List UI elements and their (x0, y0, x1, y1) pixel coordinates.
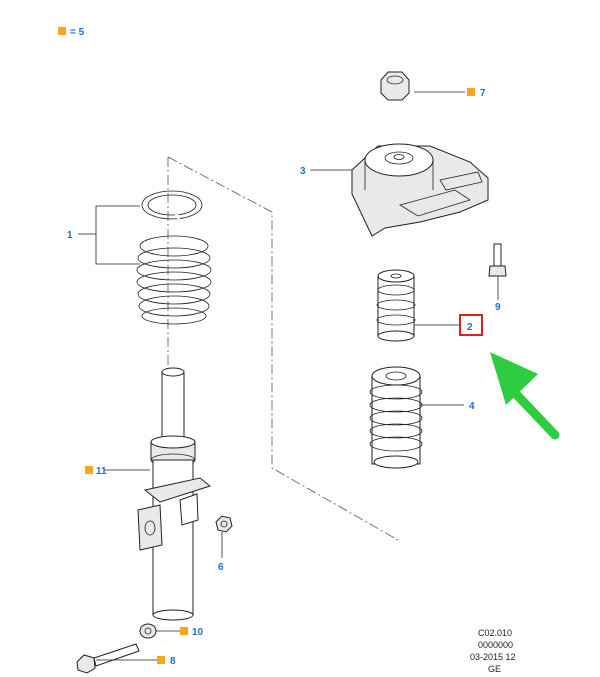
callout-7-marker (467, 88, 475, 96)
callout-2-highlight (459, 314, 483, 336)
callout-10: 10 (192, 627, 204, 638)
top-mount (351, 143, 489, 237)
callout-7: 7 (480, 88, 486, 99)
code-line-3: 03-2015 12 (470, 652, 516, 662)
spring-ring (141, 190, 203, 220)
nut-7 (380, 71, 410, 101)
drawing-code: C02.010 0000000 03-2015 12 GE (470, 628, 516, 674)
strut-body (137, 367, 212, 621)
callout-3: 3 (300, 166, 306, 177)
bump-stop (376, 269, 416, 342)
code-line-2: 0000000 (478, 640, 513, 650)
nut-10 (139, 623, 157, 639)
legend-text: = 5 (70, 27, 85, 38)
legend-marker (58, 27, 66, 35)
callout-4: 4 (469, 401, 475, 412)
callout-6: 6 (218, 562, 224, 573)
dust-boot (369, 366, 423, 469)
green-pointer-arrow (490, 352, 560, 440)
callout-1: 1 (67, 230, 73, 241)
callout-11-marker (85, 466, 93, 474)
nut-6 (215, 515, 233, 533)
callout-8: 8 (170, 656, 176, 667)
bolt-8 (76, 643, 140, 674)
legend: = 5 (58, 27, 85, 38)
callout-9: 9 (495, 302, 501, 313)
coil-spring (136, 235, 212, 325)
callout-10-marker (180, 627, 188, 635)
callouts: 1 3 7 9 2 4 11 6 10 8 (67, 88, 501, 667)
leader-lines (78, 91, 499, 661)
callout-8-marker (157, 656, 165, 664)
code-line-4: GE (488, 664, 501, 674)
bolt-9 (488, 243, 507, 277)
code-line-1: C02.010 (478, 628, 512, 638)
callout-11: 11 (96, 466, 107, 477)
callout-2: 2 (467, 322, 473, 333)
